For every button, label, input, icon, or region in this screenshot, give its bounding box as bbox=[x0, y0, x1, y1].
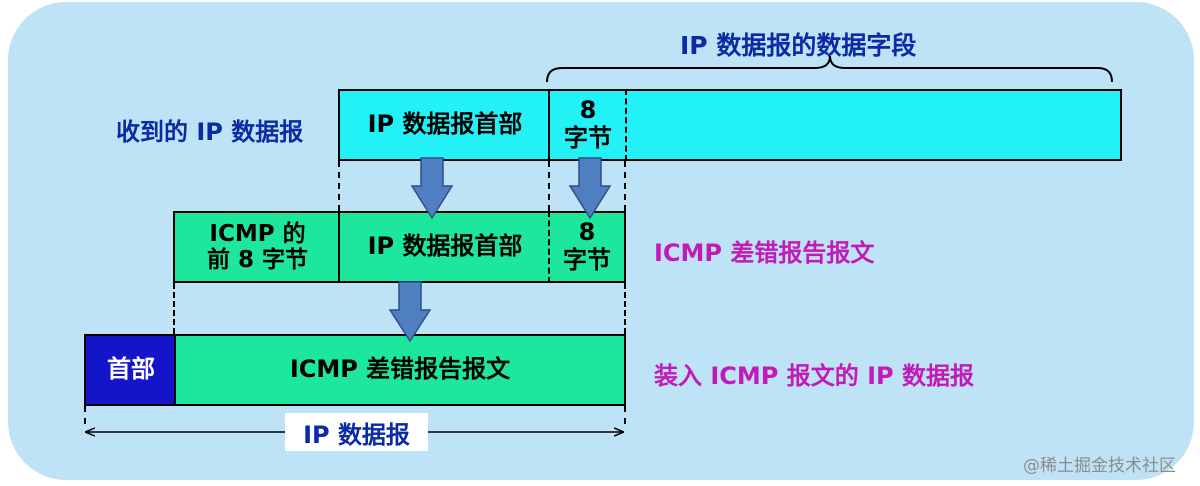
row1-eight-num: 8 bbox=[579, 96, 597, 125]
guide-line-row1-right bbox=[624, 161, 626, 211]
down-arrow-header-icon bbox=[410, 157, 454, 220]
row3-header-box: 首部 bbox=[84, 334, 176, 406]
row2-ip-header-box: IP 数据报首部 bbox=[338, 211, 550, 283]
row1-eight-bytes-box: 8 字节 bbox=[548, 89, 626, 161]
guide-line-row1-mid bbox=[548, 161, 550, 211]
ip-datagram-span-label: IP 数据报 bbox=[285, 413, 428, 451]
down-arrow-eight-bytes-icon bbox=[568, 157, 612, 220]
guide-line-row1-left bbox=[338, 161, 340, 211]
row1-data-remainder-box bbox=[625, 89, 1122, 161]
row1-eight-unit: 字节 bbox=[564, 124, 612, 152]
down-arrow-encapsulate-icon bbox=[388, 281, 432, 343]
row2-eight-unit: 字节 bbox=[563, 246, 611, 274]
row3-icmp-body-text: ICMP 差错报告报文 bbox=[289, 355, 511, 384]
row2-icmp-front-line2: 前 8 字节 bbox=[206, 247, 309, 273]
guide-line-row3-left bbox=[84, 406, 86, 424]
row1-ip-header-box: IP 数据报首部 bbox=[338, 89, 550, 161]
row2-ip-header-text: IP 数据报首部 bbox=[367, 232, 523, 261]
row3-icmp-body-box: ICMP 差错报告报文 bbox=[174, 334, 626, 406]
encapsulated-ip-datagram-label: 装入 ICMP 报文的 IP 数据报 bbox=[654, 362, 974, 390]
row2-eight-num: 8 bbox=[578, 218, 596, 247]
row2-icmp-front-box: ICMP 的 前 8 字节 bbox=[173, 211, 340, 283]
data-field-brace bbox=[546, 55, 1113, 83]
guide-line-row2-right bbox=[624, 283, 626, 334]
row2-eight-bytes-box: 8 字节 bbox=[548, 211, 626, 283]
received-ip-datagram-label: 收到的 IP 数据报 bbox=[116, 118, 304, 146]
guide-line-row3-right bbox=[624, 406, 626, 424]
guide-line-row2-left bbox=[173, 283, 175, 334]
brace-label: IP 数据报的数据字段 bbox=[680, 31, 917, 60]
icmp-error-message-label: ICMP 差错报告报文 bbox=[654, 239, 875, 267]
row1-ip-header-text: IP 数据报首部 bbox=[367, 110, 523, 139]
row2-icmp-front-line1: ICMP 的 bbox=[209, 220, 306, 247]
row3-header-text: 首部 bbox=[107, 355, 155, 384]
watermark: @稀土掘金技术社区 bbox=[1023, 456, 1176, 476]
